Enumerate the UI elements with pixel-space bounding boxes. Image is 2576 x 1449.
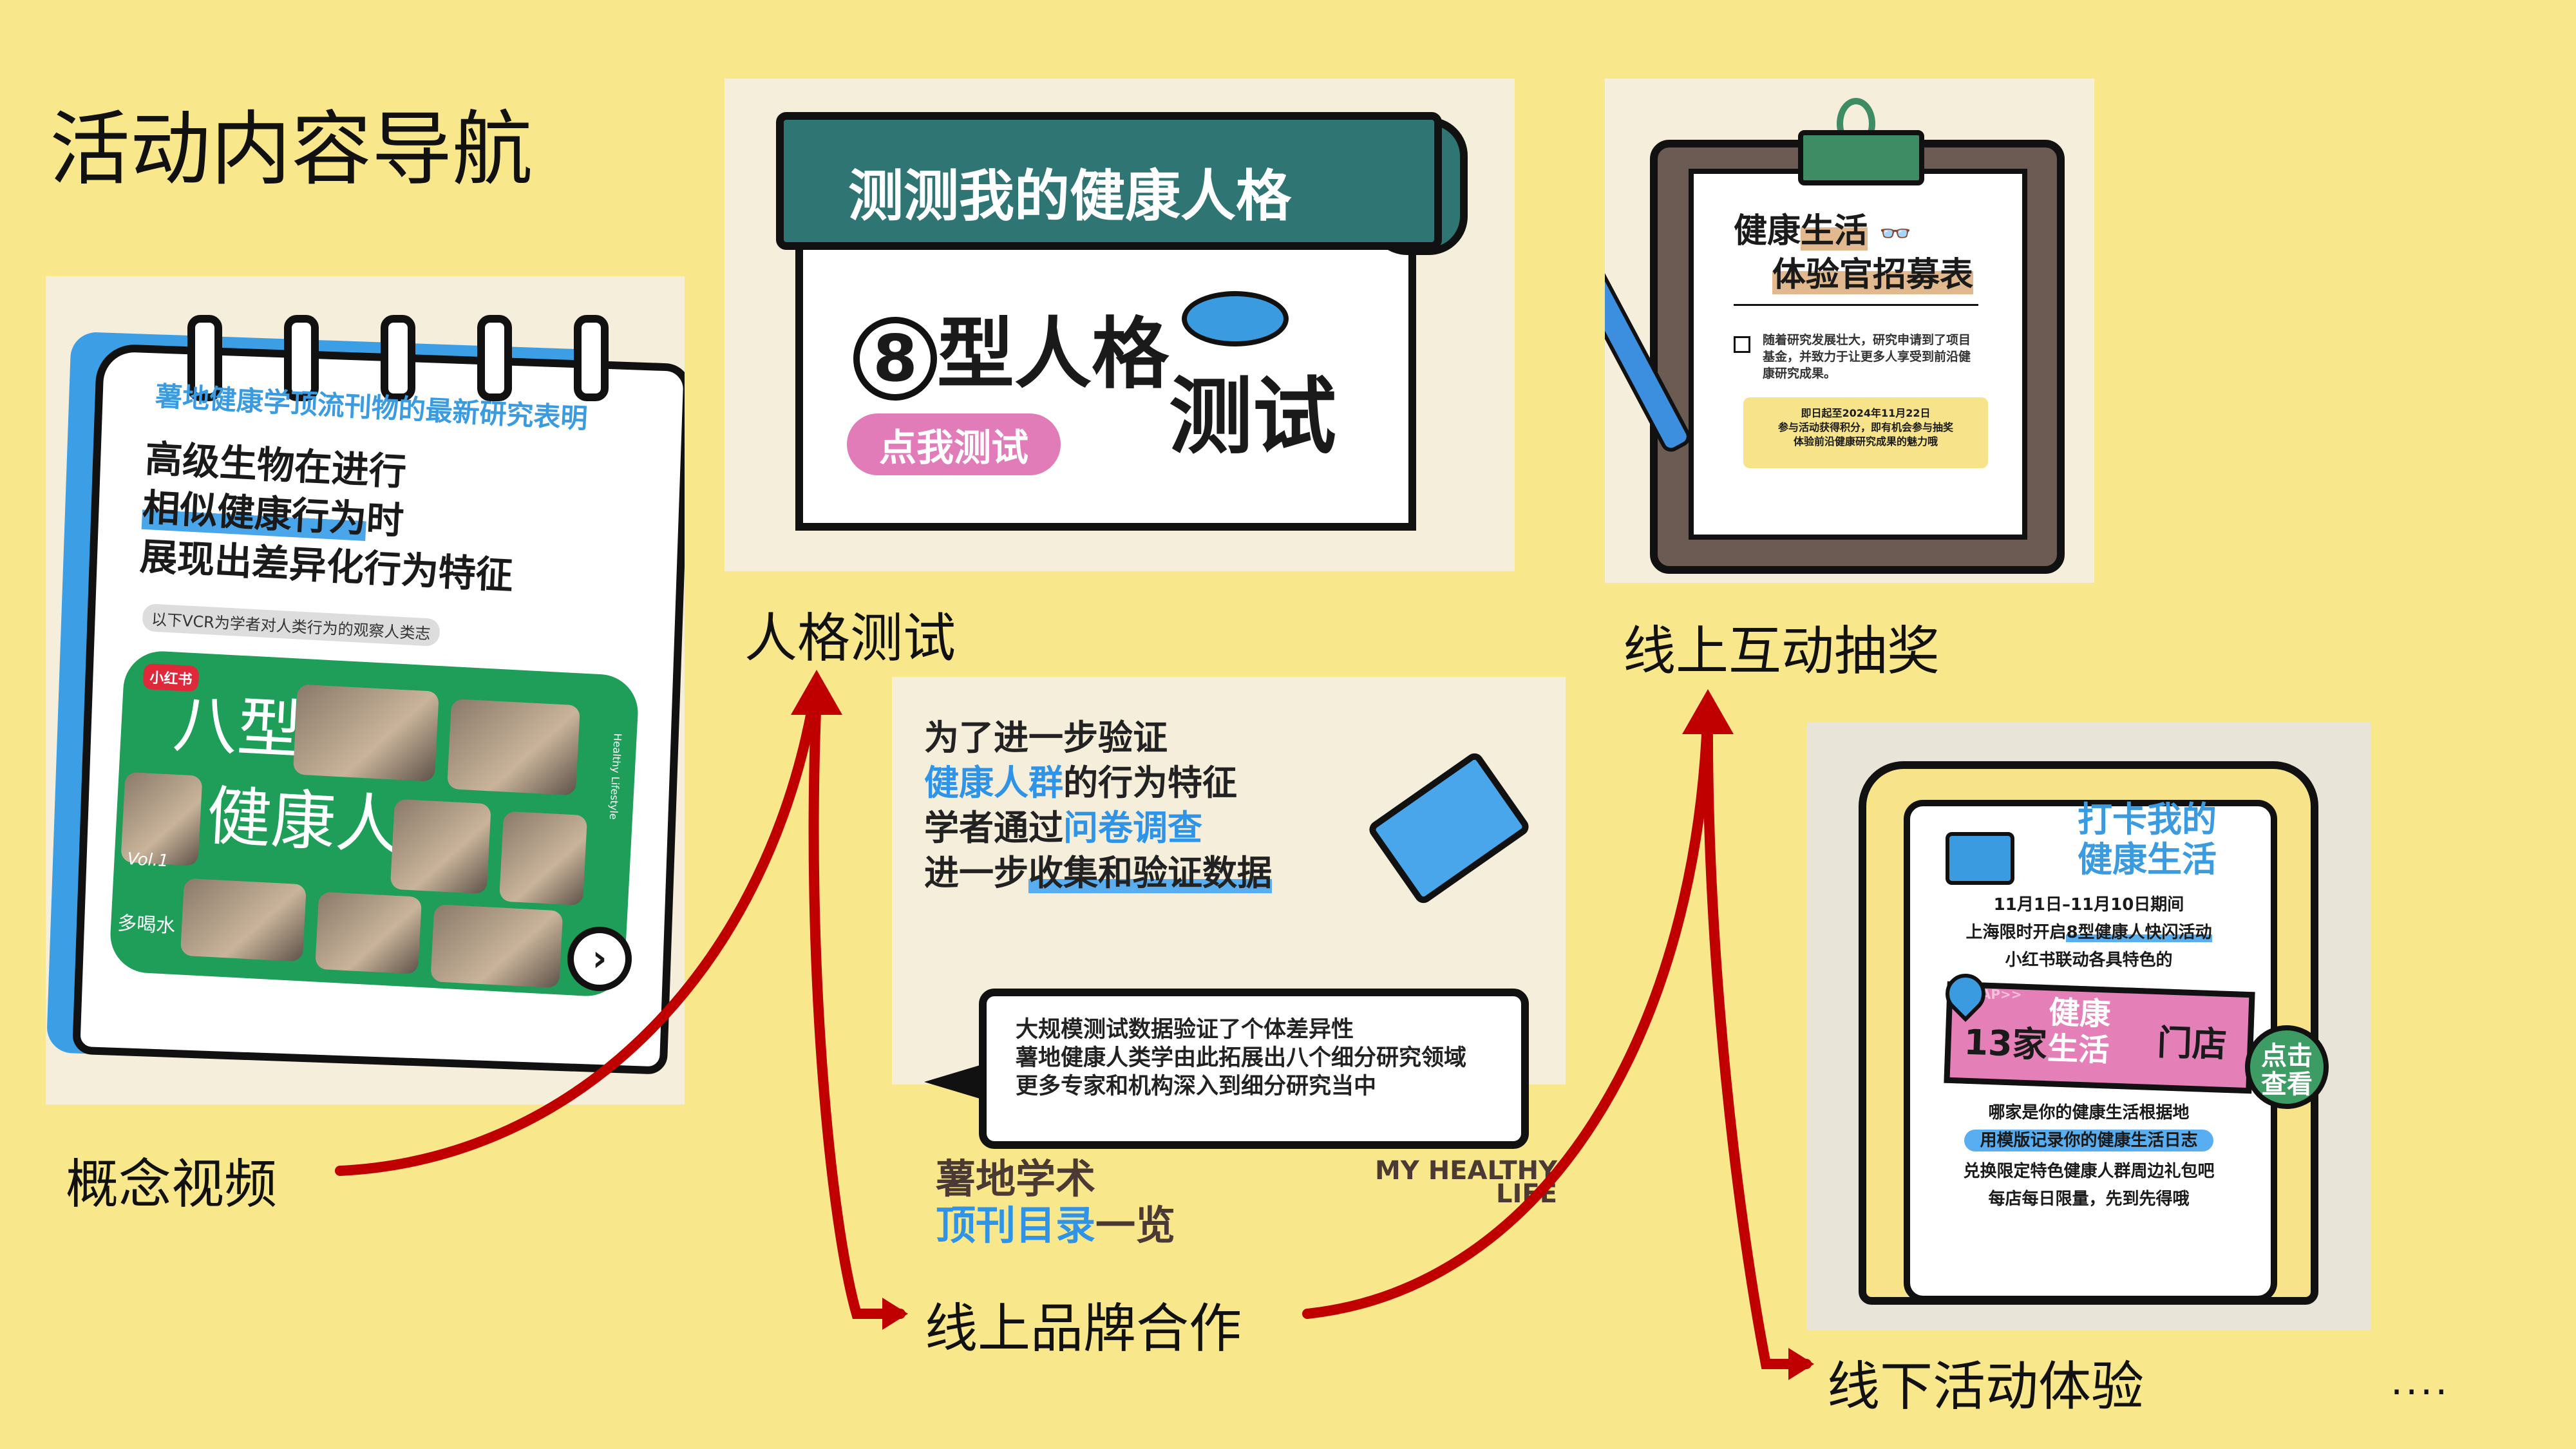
lottery-card[interactable]: 健康生活 👓 体验官招募表 随着研究发展壮大，研究申请到了项目基金，并致力于让更… [1605, 79, 2094, 583]
text-line: 为了进一步验证 [924, 717, 1168, 758]
text: 一览 [1095, 1202, 1176, 1249]
arrow-lottery-to-offline [1702, 710, 1812, 1369]
event-line: 每店每日限量，先到先得哦 [1988, 1189, 2190, 1209]
glasses-icon: 👓 [1879, 219, 1911, 249]
checkbox[interactable] [1734, 336, 1750, 353]
brand-title: 薯地学术 顶刊目录一览 [936, 1156, 1175, 1249]
text: 顶刊目录 [936, 1202, 1096, 1249]
ring-icon [381, 315, 415, 401]
text-line: 学者通过问卷调查 [924, 806, 1272, 851]
arrowhead-icon [882, 1298, 908, 1330]
info-line: 参与活动获得积分，即有机会参与抽奖 [1777, 421, 1953, 433]
text: 打卡我的 [2078, 799, 2217, 840]
label-brand-collab: 线上品牌合作 [925, 1298, 1242, 1359]
text: 健康生活 [2078, 839, 2217, 880]
label-concept-video: 概念视频 [66, 1154, 278, 1215]
text: 学者通过 [924, 808, 1063, 848]
more-ellipsis: .... [2391, 1359, 2450, 1404]
arrowhead-icon [1788, 1348, 1814, 1380]
text: 薯地学术 [936, 1155, 1096, 1202]
clip-icon [1798, 130, 1924, 185]
text: 上海限时开启 [1965, 923, 2067, 942]
arrow-brand-to-lottery [1302, 697, 1713, 1319]
bubble-line: 薯地健康人类学由此拓展出八个细分研究领域 [1016, 1045, 1467, 1071]
text: 型人格 [937, 310, 1169, 399]
ring-icon [477, 315, 512, 401]
offline-event-card[interactable]: 打卡我的 健康生活 11月1日–11月10日期间 上海限时开启8型健康人快闪活动… [1807, 723, 2371, 1331]
chevron-right-icon[interactable]: › [567, 927, 632, 991]
bubble-line: 大规模测试数据验证了个体差异性 [1016, 1017, 1354, 1043]
text: 点击 [2261, 1041, 2313, 1071]
view-button[interactable]: 点击查看 [2245, 1025, 2329, 1109]
text: 健康 [1734, 212, 1801, 251]
text: 体验官 [1772, 256, 1873, 294]
divider [1734, 304, 1978, 306]
event-line: 哪家是你的健康生活根据地 [1988, 1103, 2190, 1122]
text: 健康人群 [924, 762, 1063, 803]
brand-text: 为了进一步验证 健康人群的行为特征 学者通过问卷调查 进一步收集和验证数据 [924, 715, 1272, 896]
info-line: 即日起至2024年11月22日 [1801, 407, 1931, 419]
event-date: 11月1日–11月10日期间 [1993, 895, 2184, 914]
label-offline-event: 线下活动体验 [1827, 1356, 2145, 1417]
ring-icon [284, 315, 319, 401]
text: 用模版记录你的健康生活日志 [1964, 1130, 2213, 1151]
event-line: 兑换限定特色健康人群周边礼包吧 [1963, 1162, 2215, 1181]
form-body: 随着研究发展壮大，研究申请到了项目基金，并致力于让更多人享受到前沿健康研究成果。 [1763, 333, 1971, 381]
bubble-line: 更多专家和机构深入到细分研究当中 [1016, 1074, 1377, 1099]
text-line: 进一步收集和验证数据 [924, 851, 1272, 896]
info-box: 即日起至2024年11月22日 参与活动获得积分，即有机会参与抽奖 体验前沿健康… [1743, 397, 1988, 468]
text: MY HEALTHY [1375, 1156, 1558, 1186]
text: 查看 [2261, 1070, 2313, 1099]
arrowhead-icon [1682, 689, 1734, 734]
number-badge: 8 [853, 317, 937, 401]
form-title: 健康生活 👓 体验官招募表 [1734, 211, 1974, 296]
text: 问卷调查 [1063, 808, 1202, 848]
text: 收集和验证数据 [1028, 853, 1272, 893]
event-line: 上海限时开启8型健康人快闪活动 [1807, 919, 2371, 943]
arrow-video-to-test [335, 677, 822, 1176]
text: 进一步 [924, 853, 1028, 893]
speech-bubble: 大规模测试数据验证了个体差异性 薯地健康人类学由此拓展出八个细分研究领域 更多专… [979, 989, 1529, 1149]
take-test-button[interactable]: 点我测试 [847, 413, 1061, 475]
arrow-test-to-brand [808, 690, 905, 1319]
ring-icon [574, 315, 609, 401]
banner: 测测我的健康人格 [776, 112, 1442, 250]
text: 8型健康人快闪活动 [2066, 923, 2212, 942]
test-word: 测试 [1169, 368, 1337, 466]
concept-video-card[interactable]: 薯地健康学顶流刊物的最新研究表明 高级生物在进行 相似健康行为时 展现出差异化行… [46, 276, 685, 1104]
event-line: 用模版记录你的健康生活日志 [1807, 1127, 2371, 1151]
hat-icon [1182, 291, 1289, 346]
info-line: 体验前沿健康研究成果的魅力哦 [1793, 435, 1938, 448]
speech-bubble-tail [924, 1063, 989, 1101]
banner-title: 测测我的健康人格 [848, 164, 1291, 229]
text-line: 健康人群的行为特征 [924, 761, 1272, 806]
event-line: 小红书联动各具特色的 [2005, 951, 2173, 970]
text: 的行为特征 [1063, 762, 1237, 803]
arrowhead-icon [791, 670, 842, 715]
brand-tagline: MY HEALTHY LIFE [1375, 1156, 1558, 1207]
text: 生活 [1801, 212, 1868, 251]
camera-icon [1946, 832, 2014, 885]
text: 招募表 [1873, 256, 1974, 294]
ring-icon [187, 315, 222, 401]
label-online-lottery: 线上互动抽奖 [1623, 621, 1940, 682]
label-personality-test: 人格测试 [744, 608, 956, 669]
event-title: 打卡我的 健康生活 [2078, 800, 2217, 880]
page-title: 活动内容导航 [50, 103, 533, 196]
